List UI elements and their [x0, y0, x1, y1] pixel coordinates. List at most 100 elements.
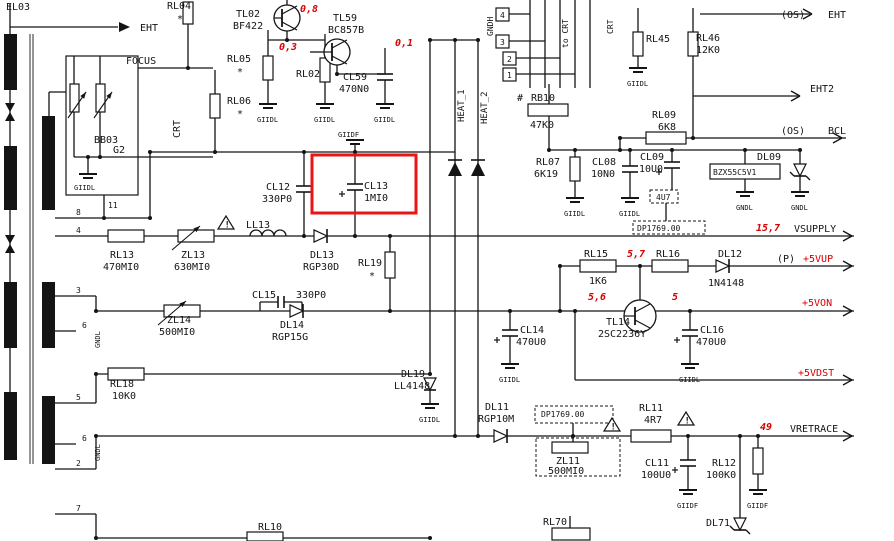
transformer-winding-bar	[42, 116, 55, 210]
label-rgp15g: RGP15G	[272, 332, 308, 343]
junction-dot	[558, 264, 562, 268]
label-rgp30d: RGP30D	[303, 262, 339, 273]
label-rl46: RL46	[696, 33, 720, 44]
junction-dot	[756, 434, 760, 438]
junction-dot	[573, 309, 577, 313]
connector-pin-1	[502, 67, 517, 82]
label-10k0: 10K0	[112, 391, 136, 402]
label-5von: +5VON	[802, 298, 832, 309]
transistor-emitter	[281, 21, 298, 31]
label-100k0: 100K0	[706, 470, 736, 481]
signal-arrow-icon	[842, 230, 853, 237]
zener-hook	[729, 525, 735, 531]
label-gndl: GNDL	[94, 444, 102, 461]
label-crt: CRT	[172, 120, 183, 138]
signal-arrow-icon	[802, 13, 813, 20]
DL09-part-box	[709, 163, 781, 180]
label-cl08: CL08	[592, 157, 616, 168]
label-100u0: 100U0	[641, 470, 671, 481]
junction-dot	[213, 150, 217, 154]
connector-pin-4	[495, 7, 510, 22]
label-giidl: GIIDL	[74, 184, 95, 192]
label-dl19: DL19	[401, 369, 425, 380]
label-bzx55c5v1: BZX55C5V1	[713, 168, 757, 177]
label-: *	[369, 271, 375, 282]
label-470mi0: 470MI0	[103, 262, 139, 273]
label-47k0: 47K0	[530, 120, 554, 131]
diode-pair-icon	[5, 235, 15, 253]
label-2: 2	[507, 55, 512, 64]
transformer-winding-bar	[4, 34, 17, 90]
variable-arrow-head	[179, 301, 186, 308]
label-crt: CRT	[606, 19, 615, 34]
diode-DL13	[313, 229, 329, 243]
label-vsupply: VSUPPLY	[794, 224, 836, 235]
RL45-body	[632, 31, 644, 57]
junction-dot	[98, 155, 102, 159]
transistor-collector	[281, 5, 298, 15]
label-0-1: 0,1	[395, 38, 413, 49]
label-tl14: TL14	[606, 317, 630, 328]
label-330p0: 330P0	[262, 194, 292, 205]
label-dl12: DL12	[718, 249, 742, 260]
label-10u0: 10U0	[639, 164, 663, 175]
label-to-crt: to CRT	[561, 19, 570, 48]
signal-arrow-icon	[832, 132, 843, 139]
label-dl11: DL11	[485, 402, 509, 413]
signal-arrow-icon	[790, 95, 801, 102]
junction-dot	[428, 38, 432, 42]
label-4: 4	[500, 11, 505, 20]
signal-arrow-icon	[842, 379, 853, 386]
junction-dot	[388, 234, 392, 238]
label-10n0: 10N0	[591, 169, 615, 180]
transistor-emitter	[331, 55, 348, 65]
label-dl13: DL13	[310, 250, 334, 261]
label-gndl: GNDL	[94, 331, 102, 348]
label-zl14: ZL14	[167, 315, 191, 326]
label-giidl: GIIDL	[419, 416, 440, 424]
junction-dot	[102, 216, 106, 220]
label-rl12: RL12	[712, 458, 736, 469]
signal-arrow-icon	[842, 374, 853, 381]
label-330p0: 330P0	[296, 290, 326, 301]
RL06-body	[209, 93, 221, 119]
label-giidl: GIIDL	[257, 116, 278, 124]
RL12-body	[752, 447, 764, 475]
label-eht2: EHT2	[810, 84, 834, 95]
module-ZL11	[535, 437, 621, 477]
label-giidl: GIIDL	[374, 116, 395, 124]
label-cl13: CL13	[364, 181, 388, 192]
label-5: 5	[672, 292, 678, 303]
label-rl70: RL70	[543, 517, 567, 528]
inductor-LL13	[249, 229, 287, 237]
focus-block-BB03	[65, 55, 139, 196]
diode-DL09-zener	[793, 163, 807, 178]
RL15-body	[579, 259, 617, 273]
junction-dot	[558, 309, 562, 313]
label-giidl: GIIDL	[619, 210, 640, 218]
label-zl11: ZL11	[556, 456, 580, 467]
label-cl59: CL59	[343, 72, 367, 83]
label-8: 8	[76, 208, 81, 217]
junction-dot	[573, 148, 577, 152]
label-bcl: BCL	[828, 126, 846, 137]
label-rl06: RL06	[227, 96, 251, 107]
signal-arrow-icon	[832, 137, 843, 144]
RL46-body	[687, 31, 699, 57]
label-cl14: CL14	[520, 325, 544, 336]
variable-arrow-head	[106, 92, 112, 99]
junction-dot	[335, 72, 339, 76]
highlight-box	[310, 153, 418, 215]
module-DP1769-1	[632, 220, 706, 235]
label-cl15: CL15	[252, 290, 276, 301]
RL70-body	[551, 527, 591, 541]
RL13-body	[107, 229, 145, 243]
label-5-6: 5,6	[588, 292, 606, 303]
label-giidl: GIIDL	[499, 376, 520, 384]
zener-hook	[805, 175, 811, 181]
junction-dot	[186, 66, 190, 70]
junction-dot	[94, 434, 98, 438]
junction-dot	[628, 148, 632, 152]
label-: *	[237, 109, 243, 120]
